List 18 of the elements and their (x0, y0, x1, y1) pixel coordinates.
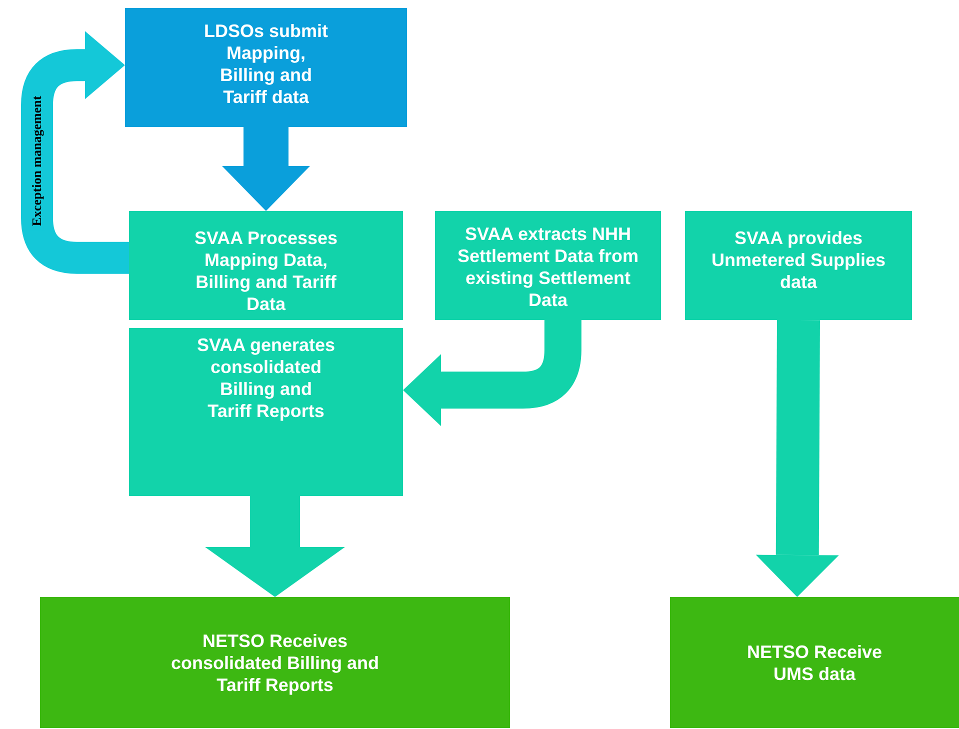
process-box (129, 328, 403, 496)
box-text: NETSO Receive UMS data (746, 640, 884, 684)
output-box (40, 597, 510, 728)
box-text: LDSOs submit Mapping, Billing and Tariff data (202, 20, 329, 108)
block-arrow (222, 127, 310, 211)
block-arrow (403, 320, 582, 426)
block-arrow (756, 320, 839, 597)
process-box (435, 211, 661, 320)
box-text: SVAA generates consolidated Billing and Tariff Reports (196, 334, 336, 422)
box-text: NETSO Receives consolidated Billing and Tariff Reports (170, 630, 380, 696)
block-arrow (205, 496, 346, 597)
process-box (125, 8, 407, 127)
output-box (670, 597, 959, 728)
box-text: SVAA extracts NHH Settlement Data from existing Settlement Data (456, 223, 640, 311)
box-text: SVAA Processes Mapping Data, Billing and Tariff Data (193, 227, 339, 315)
box-text: SVAA provides Unmetered Supplies data (710, 227, 887, 293)
process-box (129, 211, 403, 320)
process-box (685, 211, 912, 320)
